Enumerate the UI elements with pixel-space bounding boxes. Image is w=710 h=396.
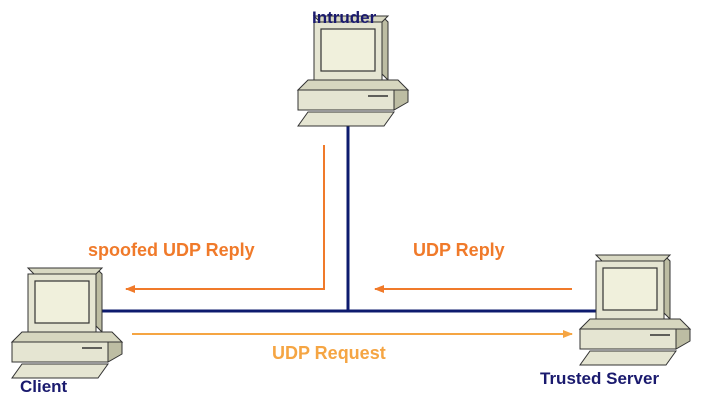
intruder-label: Intruder bbox=[312, 8, 377, 27]
client-label: Client bbox=[20, 377, 68, 396]
server-computer-icon bbox=[579, 254, 691, 366]
spoofed-reply-label: spoofed UDP Reply bbox=[88, 240, 255, 260]
reply-label: UDP Reply bbox=[413, 240, 505, 260]
client-computer-icon bbox=[11, 267, 123, 379]
spoofed-reply-arrow bbox=[125, 145, 325, 293]
trusted-server-label: Trusted Server bbox=[540, 369, 660, 388]
intruder-computer-icon bbox=[297, 15, 409, 127]
request-label: UDP Request bbox=[272, 343, 386, 363]
